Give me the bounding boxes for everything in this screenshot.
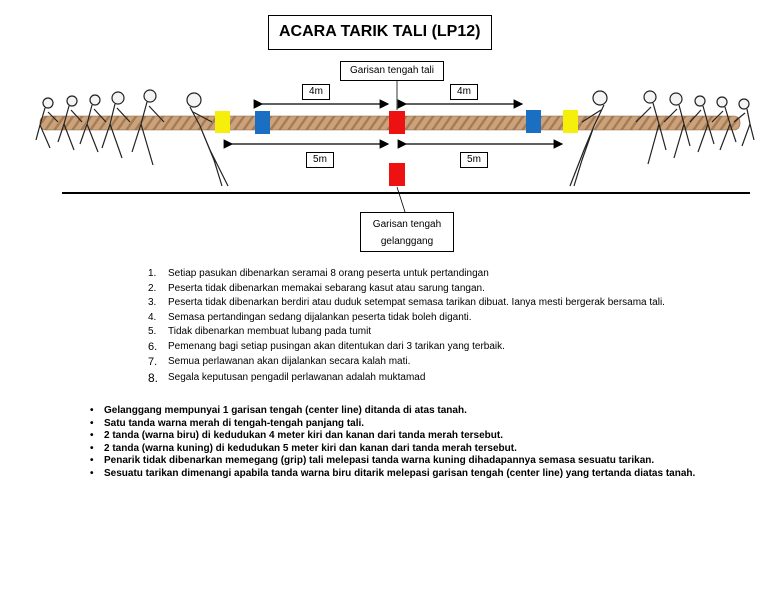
rule-number: 6. xyxy=(148,340,158,353)
rules-list: 1. Setiap pasukan dibenarkan seramai 8 or… xyxy=(148,267,748,387)
rule-number: 2. xyxy=(148,282,157,294)
note-item: 2 tanda (warna kuning) di kedudukan 5 me… xyxy=(88,443,698,456)
rule-text: Semua perlawanan akan dijalankan secara … xyxy=(168,355,411,367)
rule-number: 5. xyxy=(148,326,157,338)
note-item: Sesuatu tarikan dimenangi apabila tanda … xyxy=(88,468,698,481)
rule-number: 7. xyxy=(148,355,158,368)
rule-item: 2. Peserta tidak dibenarkan memakai sebar… xyxy=(148,282,748,297)
left-blue-marker xyxy=(255,111,270,134)
distance-label-5m-left: 5m xyxy=(306,152,334,168)
center-red-marker xyxy=(389,111,405,134)
rule-item: 3. Peserta tidak dibenarkan berdiri atau … xyxy=(148,296,748,311)
court-center-callout: Garisan tengah gelanggang xyxy=(360,212,454,252)
left-yellow-marker xyxy=(215,111,230,133)
rule-text: Semasa pertandingan sedang dijalankan pe… xyxy=(168,311,472,323)
rule-item: 8. Segala keputusan pengadil perlawanan a… xyxy=(148,369,748,387)
right-blue-marker xyxy=(526,110,541,133)
rule-text: Tidak dibenarkan membuat lubang pada tum… xyxy=(168,326,372,338)
rule-text: Segala keputusan pengadil perlawanan ada… xyxy=(168,372,426,384)
right-team-figures xyxy=(569,90,755,187)
rule-item: 7. Semua perlawanan akan dijalankan secar… xyxy=(148,355,748,370)
rope-center-callout: Garisan tengah tali xyxy=(340,61,444,81)
rule-item: 6. Pemenang bagi setiap pusingan akan dit… xyxy=(148,340,748,355)
rule-text: Peserta tidak dibenarkan memakai sebaran… xyxy=(168,282,485,294)
rule-item: 5. Tidak dibenarkan membuat lubang pada t… xyxy=(148,325,748,340)
rule-number: 3. xyxy=(148,297,157,309)
rule-number: 8. xyxy=(148,371,159,386)
court-center-label-line2: gelanggang xyxy=(380,236,434,247)
notes-list: Gelanggang mempunyai 1 garisan tengah (c… xyxy=(88,405,698,480)
distance-label-4m-right: 4m xyxy=(450,84,478,100)
ground-center-red-marker xyxy=(389,163,405,186)
rule-item: 1. Setiap pasukan dibenarkan seramai 8 or… xyxy=(148,267,748,282)
right-yellow-marker xyxy=(563,110,578,133)
note-item: Gelanggang mempunyai 1 garisan tengah (c… xyxy=(88,405,698,418)
court-center-leader xyxy=(396,186,406,213)
left-team-figures xyxy=(35,89,229,187)
distance-label-5m-right: 5m xyxy=(460,152,488,168)
rule-text: Pemenang bagi setiap pusingan akan diten… xyxy=(168,340,505,352)
note-item: Penarik tidak dibenarkan memegang (grip)… xyxy=(88,455,698,468)
note-item: 2 tanda (warna biru) di kedudukan 4 mete… xyxy=(88,430,698,443)
rule-item: 4. Semasa pertandingan sedang dijalankan … xyxy=(148,311,748,326)
rule-text: Setiap pasukan dibenarkan seramai 8 oran… xyxy=(168,268,489,279)
tug-of-war-diagram xyxy=(35,81,755,213)
rule-text: Peserta tidak dibenarkan berdiri atau du… xyxy=(168,297,665,309)
distance-label-4m-left: 4m xyxy=(302,84,330,100)
note-item: Satu tanda warna merah di tengah-tengah … xyxy=(88,418,698,431)
rule-number: 4. xyxy=(148,311,157,323)
page-title: ACARA TARIK TALI (LP12) xyxy=(268,15,492,50)
rule-number: 1. xyxy=(148,268,157,279)
court-center-label-line1: Garisan tengah xyxy=(372,219,442,230)
